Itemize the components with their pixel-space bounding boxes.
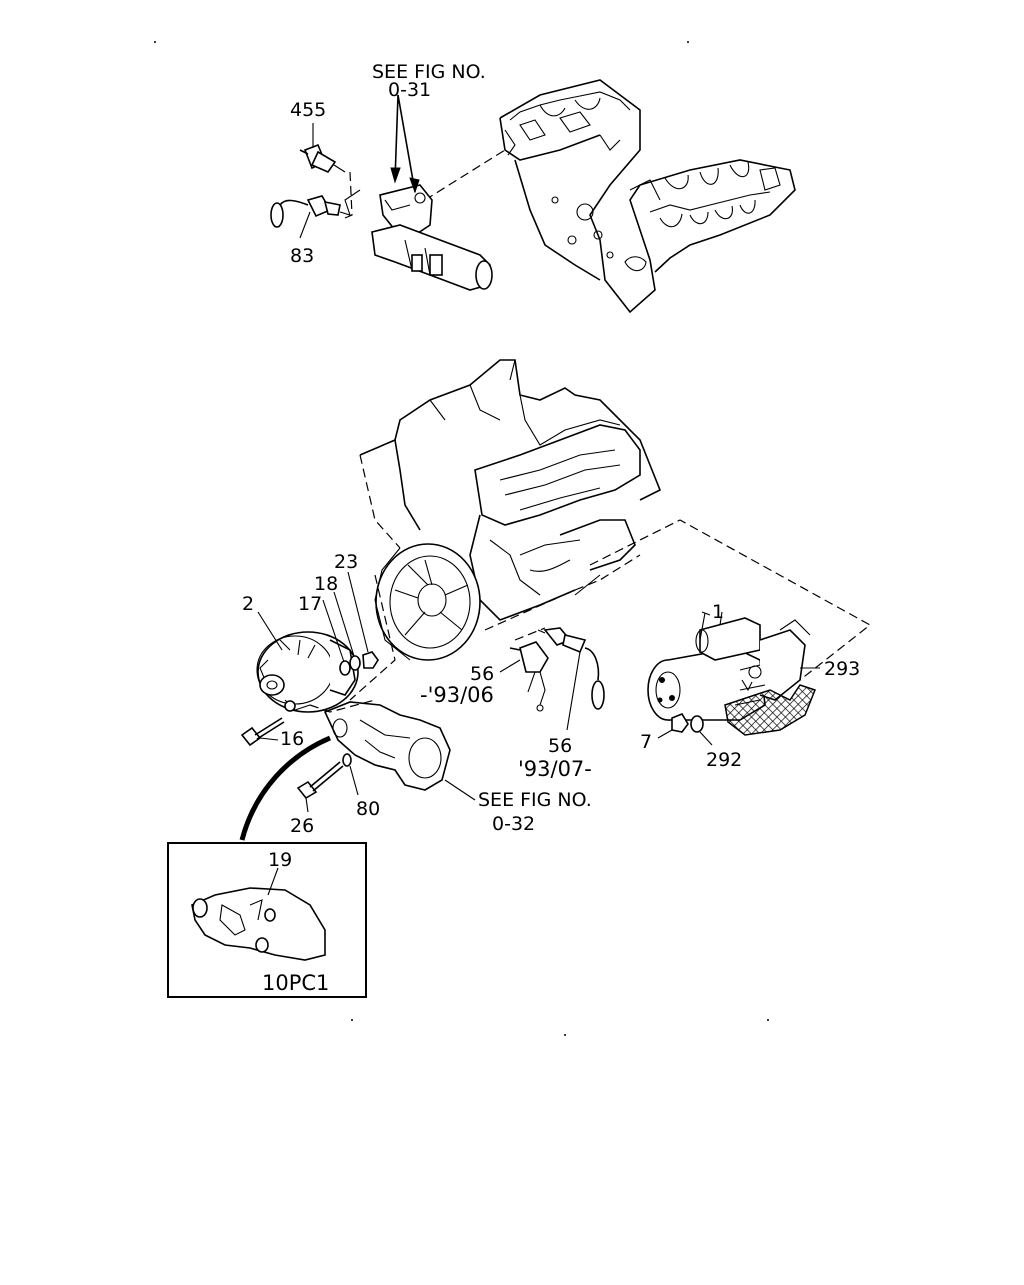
part-number-26: 26: [290, 815, 314, 837]
leader-line: [499, 659, 521, 673]
scan-dot: [767, 1019, 769, 1021]
washer-80: [342, 753, 352, 767]
scan-dot: [564, 1034, 566, 1036]
leader-line: [701, 611, 711, 616]
nut-7: [671, 713, 689, 733]
callout-curve: [239, 735, 331, 841]
leader-line: [699, 612, 706, 641]
sensor-56-old-illustration: [509, 641, 549, 712]
engine-block-rear-illustration: [499, 79, 796, 314]
part-number-17: 17: [298, 593, 322, 615]
see-fig-label-2: SEE FIG NO.: [478, 789, 592, 811]
reference-arrow: [397, 94, 416, 193]
arrowhead: [409, 177, 420, 194]
part-number-7: 7: [640, 731, 652, 753]
scan-dot: [351, 1019, 353, 1021]
bracket-19-illustration: [191, 887, 326, 961]
leader-line: [333, 591, 355, 657]
see-fig-number: 0-31: [388, 79, 431, 101]
leader-line: [514, 627, 546, 641]
date-range-before: -'93/06: [420, 683, 494, 707]
part-number-80: 80: [356, 798, 380, 820]
part-number-292: 292: [706, 749, 742, 771]
date-range-after: '93/07-: [518, 757, 592, 781]
washer-18: [349, 655, 361, 671]
leader-line: [349, 574, 396, 701]
leader-line: [444, 779, 476, 801]
leader-line: [566, 651, 581, 731]
washer-17: [339, 660, 351, 676]
part-number-19: 19: [268, 849, 292, 871]
leader-line: [484, 589, 576, 631]
bolt-16-illustration: [240, 717, 285, 747]
part-number-18: 18: [314, 573, 338, 595]
sensor-455-illustration: [299, 143, 346, 173]
scan-dot: [154, 41, 156, 43]
part-number-56-old: 56: [470, 663, 494, 685]
leader-line: [349, 765, 359, 796]
part-number-23: 23: [334, 551, 358, 573]
inset-code: 10PC1: [262, 971, 329, 995]
leader-line: [322, 599, 345, 663]
leader-line: [257, 611, 283, 651]
see-fig-label: SEE FIG NO.: [372, 61, 486, 83]
water-outlet-pipe-illustration: [371, 184, 493, 291]
part-number-56-new: 56: [548, 735, 572, 757]
part-number-455: 455: [290, 99, 326, 121]
alternator-bracket-illustration: [323, 701, 451, 791]
part-number-293: 293: [824, 658, 860, 680]
bolt-26-illustration: [296, 761, 344, 813]
part-number-1: 1: [712, 601, 724, 623]
washer-292: [690, 715, 704, 733]
leader-line: [657, 729, 673, 739]
sensor-56-new-illustration: [537, 627, 605, 710]
leader-line: [309, 699, 376, 713]
engine-assembly-illustration: [359, 359, 872, 681]
leader-line: [299, 211, 311, 239]
leader-line: [267, 867, 279, 896]
part-number-83: 83: [290, 245, 314, 267]
reference-arrow: [394, 94, 399, 181]
see-fig-number-2: 0-32: [492, 813, 535, 835]
sensor-83-illustration: [270, 189, 361, 228]
leader-line: [424, 149, 506, 201]
leader-line: [347, 571, 369, 653]
arrowhead: [390, 167, 401, 184]
part-number-16: 16: [280, 728, 304, 750]
nut-23: [362, 651, 379, 669]
leader-line: [344, 171, 353, 219]
part-number-2: 2: [242, 593, 254, 615]
scan-dot: [687, 41, 689, 43]
leader-line: [699, 731, 713, 746]
starter-bracket-293-illustration: [724, 684, 816, 736]
